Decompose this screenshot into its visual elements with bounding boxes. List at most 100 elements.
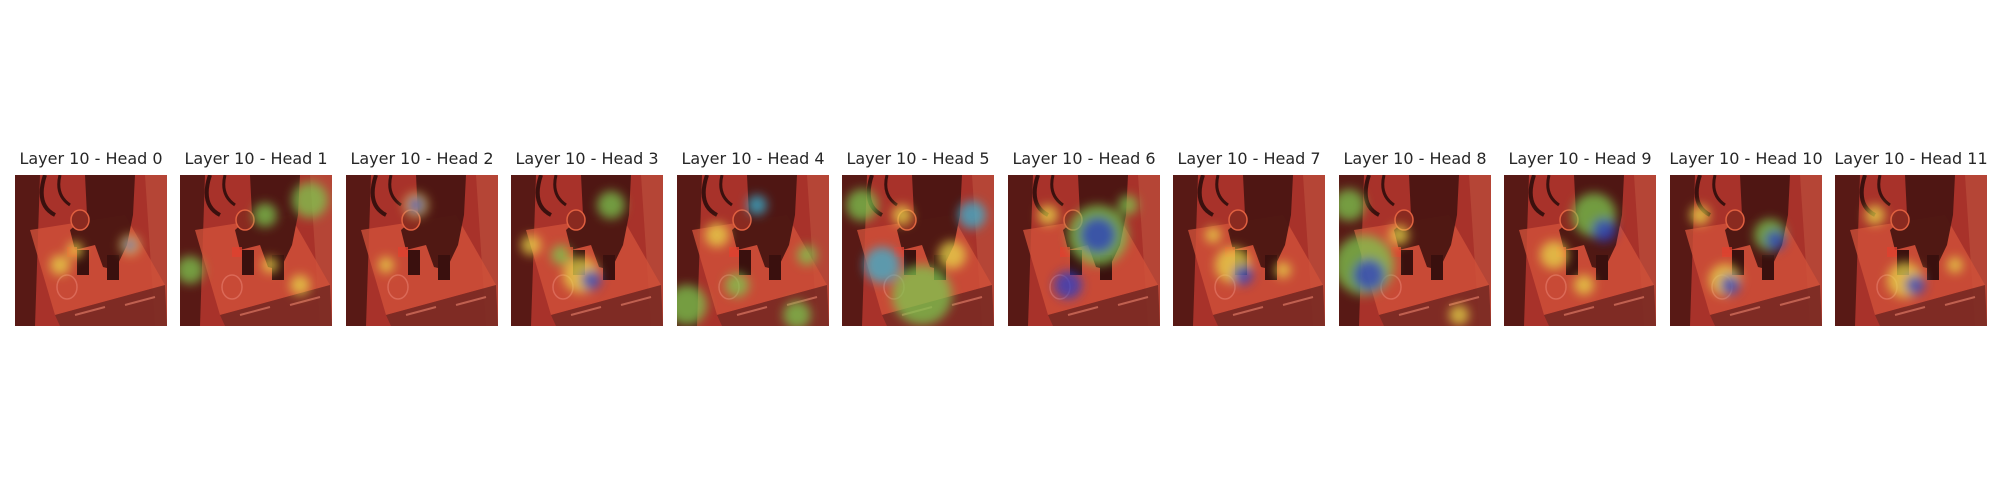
gripper-finger <box>438 255 450 280</box>
attention-heatmap-icon <box>1670 175 1822 326</box>
attention-hotspot <box>1905 275 1925 295</box>
cable <box>204 175 222 217</box>
attention-heatmap-icon <box>1008 175 1160 326</box>
attention-hotspot <box>677 285 707 325</box>
panel-title: Layer 10 - Head 9 <box>1508 149 1652 168</box>
drawer-handle <box>1282 296 1314 306</box>
attention-hotspot <box>1080 217 1116 253</box>
attention-heatmap <box>1038 195 1138 299</box>
drawer-handle <box>124 296 156 306</box>
gripper-finger <box>1431 255 1443 280</box>
attention-heatmap-icon <box>346 175 498 326</box>
drawer-handle <box>74 306 106 316</box>
panel-title: Layer 10 - Head 11 <box>1834 149 1988 168</box>
gripper-finger <box>1927 255 1939 280</box>
attention-hotspot <box>1389 225 1409 245</box>
cable <box>222 175 236 207</box>
attention-heatmap <box>677 195 817 326</box>
attention-heatmap-icon <box>1835 175 1987 326</box>
cable <box>1877 175 1891 207</box>
cup <box>1890 209 1910 231</box>
attention-heatmap-icon <box>842 175 994 326</box>
left-wall <box>180 175 205 326</box>
attention-hotspot <box>1720 275 1740 295</box>
attention-hotspot <box>1339 189 1365 221</box>
cable <box>1215 175 1229 207</box>
glass <box>387 274 409 300</box>
table-front <box>1710 285 1822 326</box>
attention-heatmap-icon <box>1173 175 1325 326</box>
cable <box>1528 175 1546 217</box>
left-wall <box>15 175 40 326</box>
attention-hotspot <box>705 223 729 247</box>
drawer-handle <box>1117 296 1149 306</box>
attention-hotspot <box>551 245 571 265</box>
gripper-finger <box>1265 255 1277 280</box>
drawer-handle <box>1067 306 1099 316</box>
attention-hotspot <box>747 195 767 215</box>
glass <box>221 274 243 300</box>
gripper-finger <box>739 250 751 275</box>
attention-hotspot <box>846 189 878 221</box>
cable <box>370 175 388 217</box>
drawer-handle <box>736 306 768 316</box>
attention-hotspot <box>1540 241 1568 269</box>
table-front <box>220 285 332 326</box>
attention-heatmap <box>846 189 986 325</box>
attention-hotspot <box>1592 218 1616 242</box>
attention-hotspot <box>1054 271 1082 299</box>
drawer-handle <box>1729 306 1761 316</box>
cable <box>719 175 733 207</box>
cable <box>1546 175 1560 207</box>
table-surface <box>1188 215 1323 315</box>
drawer-handle <box>1232 306 1264 316</box>
drawer-handle <box>455 296 487 306</box>
table-surface <box>1850 215 1985 315</box>
glass <box>1545 274 1567 300</box>
robot-arm <box>1228 175 1293 270</box>
table-front <box>1544 285 1656 326</box>
attention-hotspot <box>797 245 817 265</box>
glass <box>56 274 78 300</box>
small-object <box>894 247 904 257</box>
gripper-finger <box>242 250 254 275</box>
drawer-handle <box>1448 296 1480 306</box>
gripper-finger <box>603 255 615 280</box>
attention-heatmap <box>50 235 140 275</box>
cup <box>235 209 255 231</box>
left-wall <box>1835 175 1860 326</box>
attention-hotspot <box>783 301 811 326</box>
table-front <box>386 285 498 326</box>
cable <box>553 175 567 207</box>
attention-heatmap-icon <box>15 175 167 326</box>
attention-hotspot <box>1233 265 1253 285</box>
attention-hotspot <box>1865 205 1885 225</box>
attention-hotspot <box>378 257 394 273</box>
cup <box>1725 209 1745 231</box>
panel-title: Layer 10 - Head 5 <box>846 149 990 168</box>
table-front <box>1048 285 1160 326</box>
attention-heatmap <box>1339 189 1469 325</box>
small-object <box>1391 247 1401 257</box>
attention-hotspot <box>67 242 83 258</box>
panel-title: Layer 10 - Head 2 <box>350 149 494 168</box>
cable <box>57 175 71 207</box>
drawer-handle <box>405 306 437 316</box>
robot-arm <box>70 175 135 270</box>
attention-heatmap <box>1205 227 1291 285</box>
drawer-handle <box>239 306 271 316</box>
gripper-finger <box>77 250 89 275</box>
attention-heatmap <box>521 191 625 293</box>
cup <box>566 209 586 231</box>
attention-hotspot <box>938 241 966 269</box>
gripper-finger <box>408 250 420 275</box>
gripper-finger <box>1566 250 1578 275</box>
small-object <box>398 247 408 257</box>
attention-hotspot <box>1275 262 1291 278</box>
robot-arm <box>1394 175 1459 270</box>
panel-title: Layer 10 - Head 4 <box>681 149 825 168</box>
small-object <box>1722 247 1732 257</box>
gripper-finger <box>107 255 119 280</box>
attention-hotspot <box>408 197 424 213</box>
small-object <box>729 247 739 257</box>
